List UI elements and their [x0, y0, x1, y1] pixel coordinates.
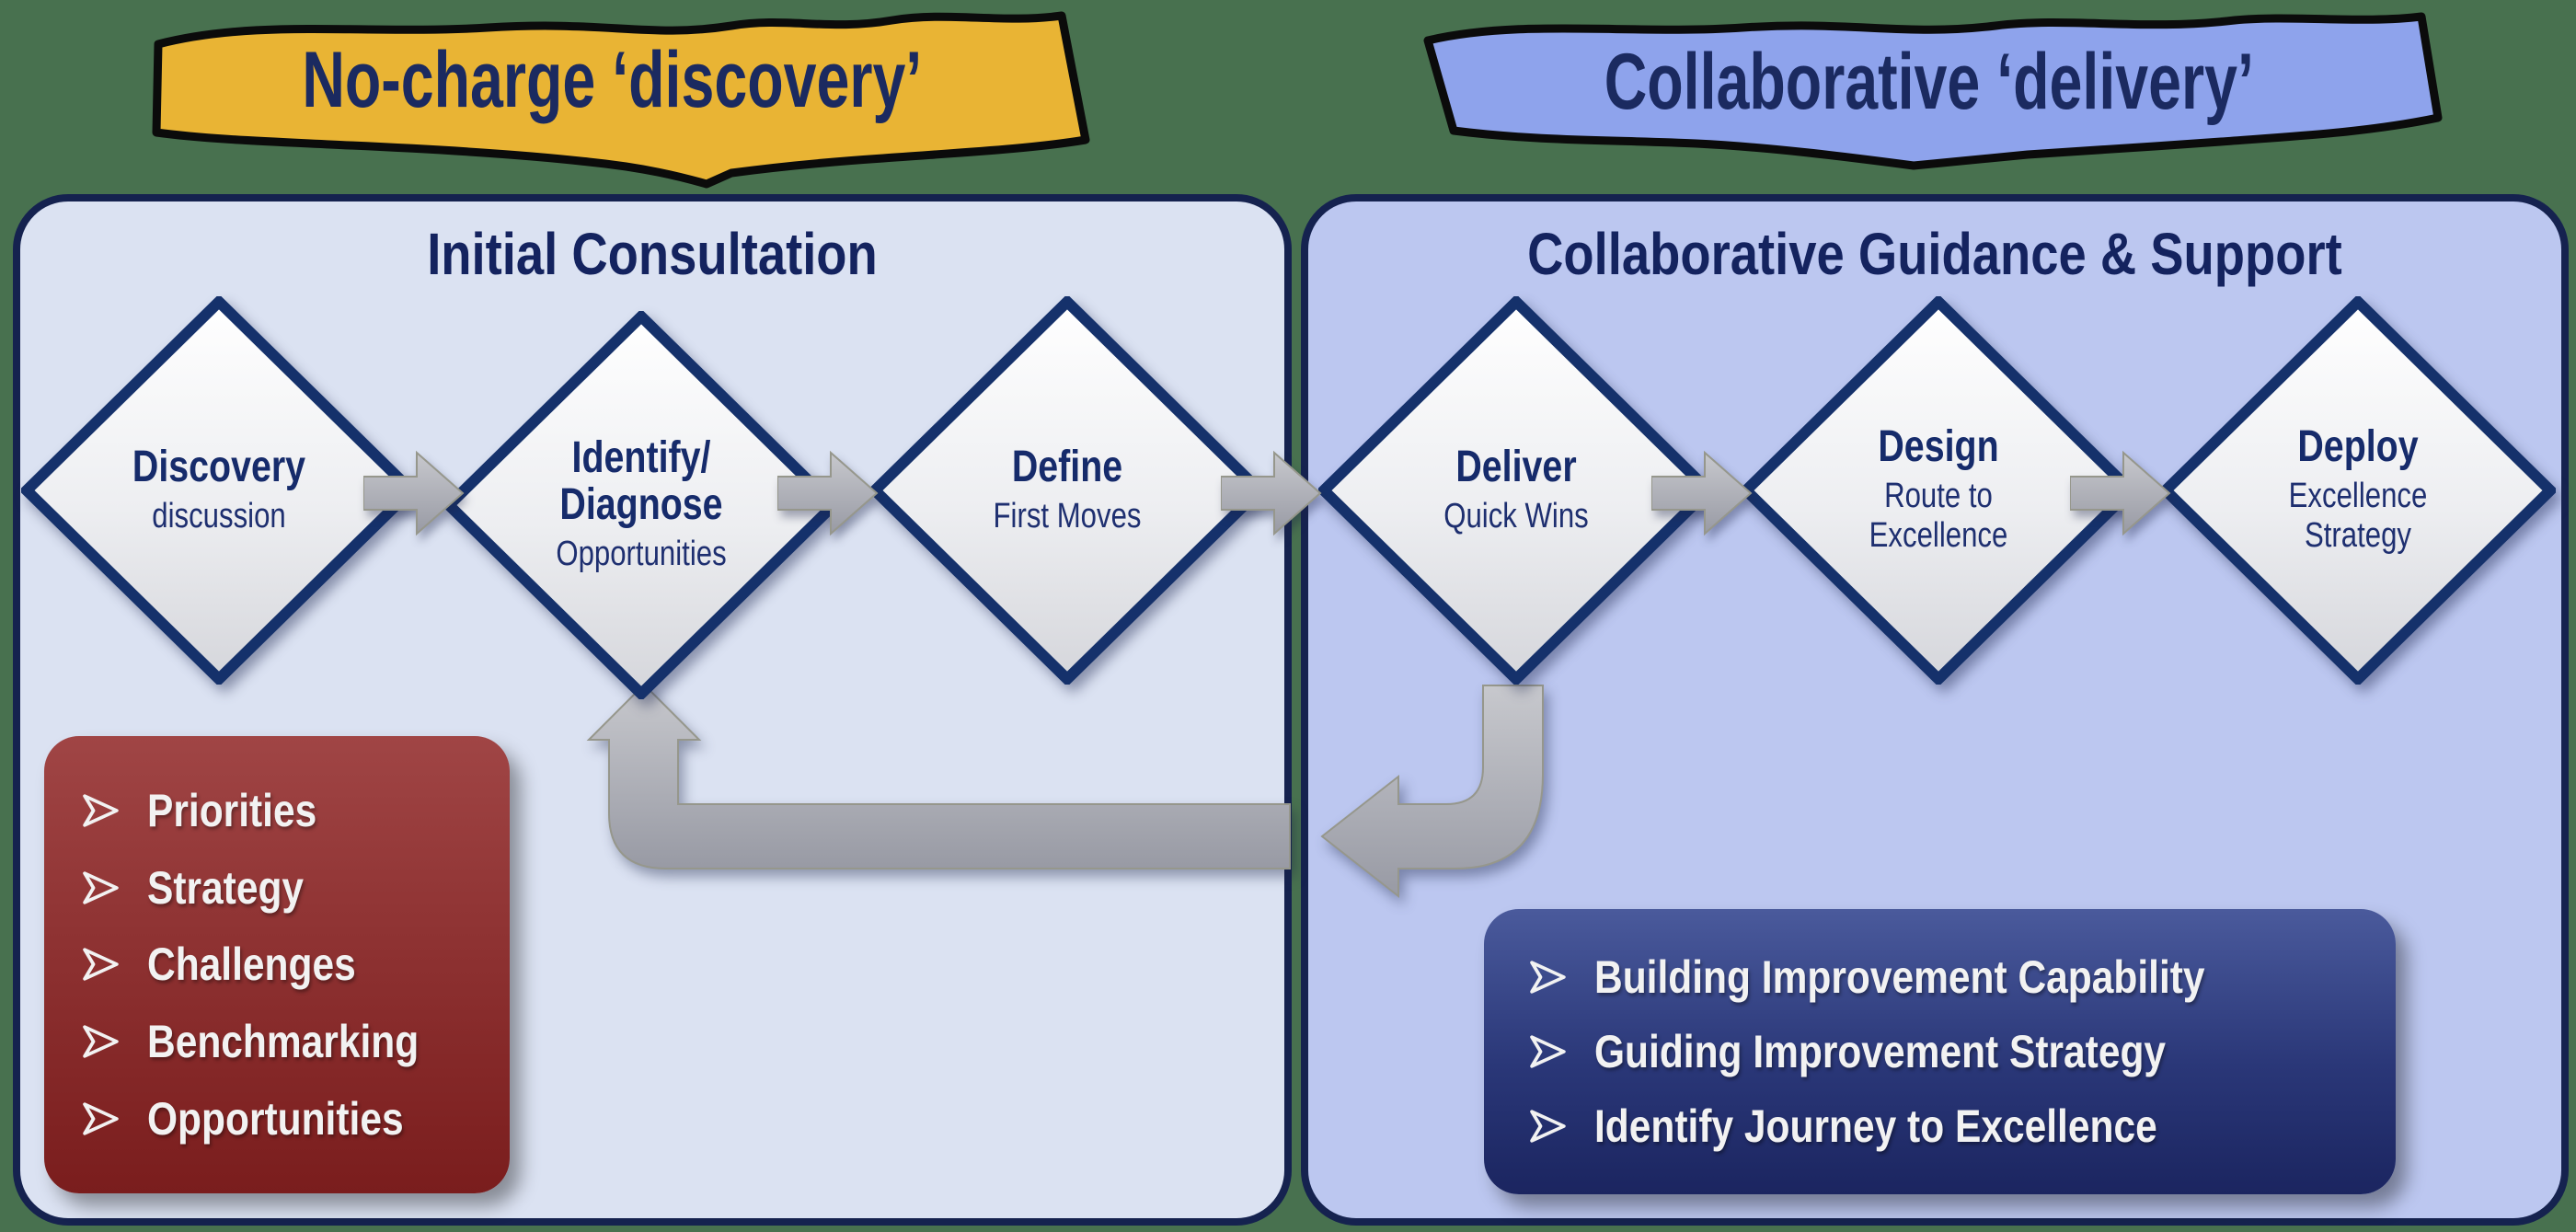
diamond-subtitle: discussion — [152, 496, 286, 535]
list-item: Guiding Improvement Strategy — [1528, 1025, 2374, 1078]
diamond-shape — [443, 311, 839, 699]
diamond-design: Design Route to Excellence — [1741, 296, 2136, 685]
arrow-bullet-icon — [83, 1102, 119, 1135]
diamond-subtitle: Route to Excellence — [1869, 477, 2008, 556]
arrow-bullet-icon — [83, 948, 119, 982]
list-item: Strategy — [81, 861, 488, 915]
arrow-bullet-icon — [1530, 1110, 1566, 1143]
diamond-label: Deliver Quick Wins — [1354, 296, 1679, 685]
right-panel-title: Collaborative Guidance & Support — [1527, 221, 2342, 287]
arrow-bullet-icon — [83, 1025, 119, 1058]
list-item-label: Priorities — [147, 784, 317, 836]
discovery-topics-box: Priorities Strategy Challenges Benchmark… — [44, 736, 510, 1193]
diamond-shape — [2160, 296, 2556, 685]
list-item-label: Benchmarking — [147, 1016, 420, 1068]
diamond-shape — [1318, 296, 1714, 685]
right-arrow-icon — [1651, 450, 1753, 536]
diamond-shape — [869, 296, 1265, 685]
list-item: Identify Journey to Excellence — [1528, 1100, 2374, 1153]
diamond-deploy: Deploy Excellence Strategy — [2160, 296, 2556, 685]
loop-up-arrow — [586, 683, 1291, 869]
diamond-deliver: Deliver Quick Wins — [1318, 296, 1714, 685]
delivery-banner: Collaborative ‘delivery’ — [1402, 6, 2455, 180]
diamond-label: Identify/ Diagnose Opportunities — [479, 311, 804, 699]
list-item: Opportunities — [81, 1092, 488, 1146]
feedback-loop-arrow — [586, 683, 1544, 899]
list-item-label: Challenges — [147, 938, 356, 991]
list-item: Priorities — [81, 784, 488, 837]
list-item-label: Opportunities — [147, 1093, 404, 1146]
diamond-identify-diagnose: Identify/ Diagnose Opportunities — [443, 311, 839, 699]
list-item: Benchmarking — [81, 1015, 488, 1068]
diamond-title: Design — [1878, 422, 1999, 472]
diamond-title: Define — [1011, 442, 1123, 491]
banner-label: No-charge ‘discovery’ — [302, 35, 922, 124]
loop-return-arrow — [1320, 685, 1544, 899]
list-item: Building Improvement Capability — [1528, 950, 2374, 1004]
diamond-subtitle: Quick Wins — [1443, 496, 1589, 535]
diamond-define: Define First Moves — [869, 296, 1265, 685]
arrow-bullet-icon — [1530, 961, 1566, 994]
diamond-title: Deploy — [2297, 422, 2419, 472]
delivery-topics-box: Building Improvement Capability Guiding … — [1484, 909, 2396, 1194]
diamond-label: Define First Moves — [905, 296, 1230, 685]
arrow-bullet-icon — [1530, 1035, 1566, 1068]
diamond-label: Deploy Excellence Strategy — [2196, 296, 2521, 685]
right-arrow-icon — [777, 450, 879, 536]
diamond-title: Discovery — [132, 442, 306, 491]
ribbon-shape — [1423, 12, 2443, 170]
list-item: Challenges — [81, 938, 488, 991]
arrow-bullet-icon — [83, 794, 119, 827]
diamond-label: Discovery discussion — [57, 296, 382, 685]
diamond-subtitle: Excellence Strategy — [2288, 477, 2428, 556]
list-item-label: Strategy — [147, 861, 305, 914]
right-arrow-icon — [1221, 450, 1322, 536]
diamond-discovery: Discovery discussion — [21, 296, 417, 685]
diamond-label: Design Route to Excellence — [1777, 296, 2101, 685]
list-item-label: Building Improvement Capability — [1594, 951, 2205, 1003]
list-item-label: Identify Journey to Excellence — [1594, 1100, 2157, 1152]
banner-label: Collaborative ‘delivery’ — [1604, 37, 2254, 126]
list-item-label: Guiding Improvement Strategy — [1594, 1026, 2167, 1077]
diamond-subtitle: First Moves — [993, 496, 1142, 535]
ribbon-shape — [152, 11, 1090, 189]
left-panel-title: Initial Consultation — [427, 221, 878, 287]
diamond-title: Identify/ Diagnose — [559, 433, 723, 530]
arrow-bullet-icon — [83, 870, 119, 904]
diamond-shape — [21, 296, 417, 685]
right-arrow-icon — [2070, 450, 2171, 536]
diamond-title: Deliver — [1455, 442, 1577, 491]
discovery-banner: No-charge ‘discovery’ — [129, 4, 1095, 197]
right-arrow-icon — [363, 450, 465, 536]
diamond-subtitle: Opportunities — [556, 535, 727, 574]
diamond-shape — [1741, 296, 2136, 685]
